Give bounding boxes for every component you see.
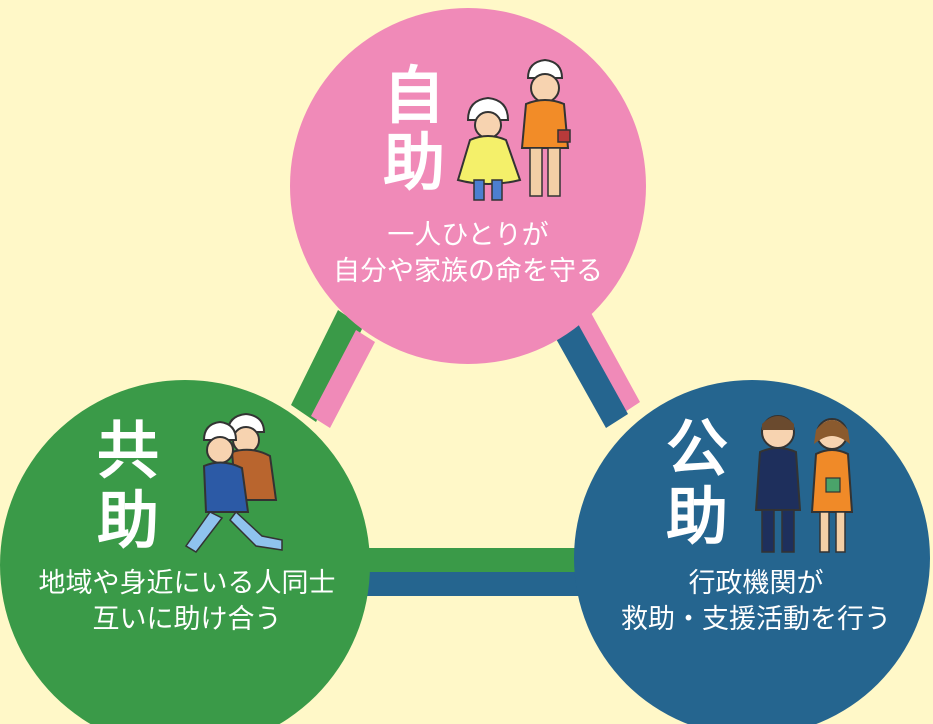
kyojo-title-char-2: 助 [97,484,160,557]
runner-carrying-person-icon [184,412,283,553]
kojo-circle [574,380,930,724]
connector-jijo-kojo [555,311,640,428]
child-and-adult-icon [456,58,571,201]
kojo-description-line-1: 行政機関が [688,568,824,599]
jijo-title-char-2: 助 [383,126,446,199]
jijo-description-line-1: 一人ひとりが [387,220,549,251]
kyojo-title-char-1: 共 [97,414,160,487]
kojo-title-char-1: 公 [666,412,729,485]
connector-kyojo-kojo [340,548,600,596]
kyojo-description-line-2: 互いに助け合う [92,604,282,635]
kyojo-description-line-1: 地域や身近にいる人同士 [38,568,336,599]
jijo-title-char-1: 自 [383,59,446,132]
jijo-description-line-2: 自分や家族の命を守る [333,256,603,287]
jijo-circle [290,8,646,364]
connector-jijo-kyojo [291,310,375,428]
kojo-description-line-2: 救助・支援活動を行う [621,604,891,635]
government-workers-icon [754,415,854,553]
kojo-title-char-2: 助 [666,480,729,553]
kyojo-circle [0,380,370,724]
